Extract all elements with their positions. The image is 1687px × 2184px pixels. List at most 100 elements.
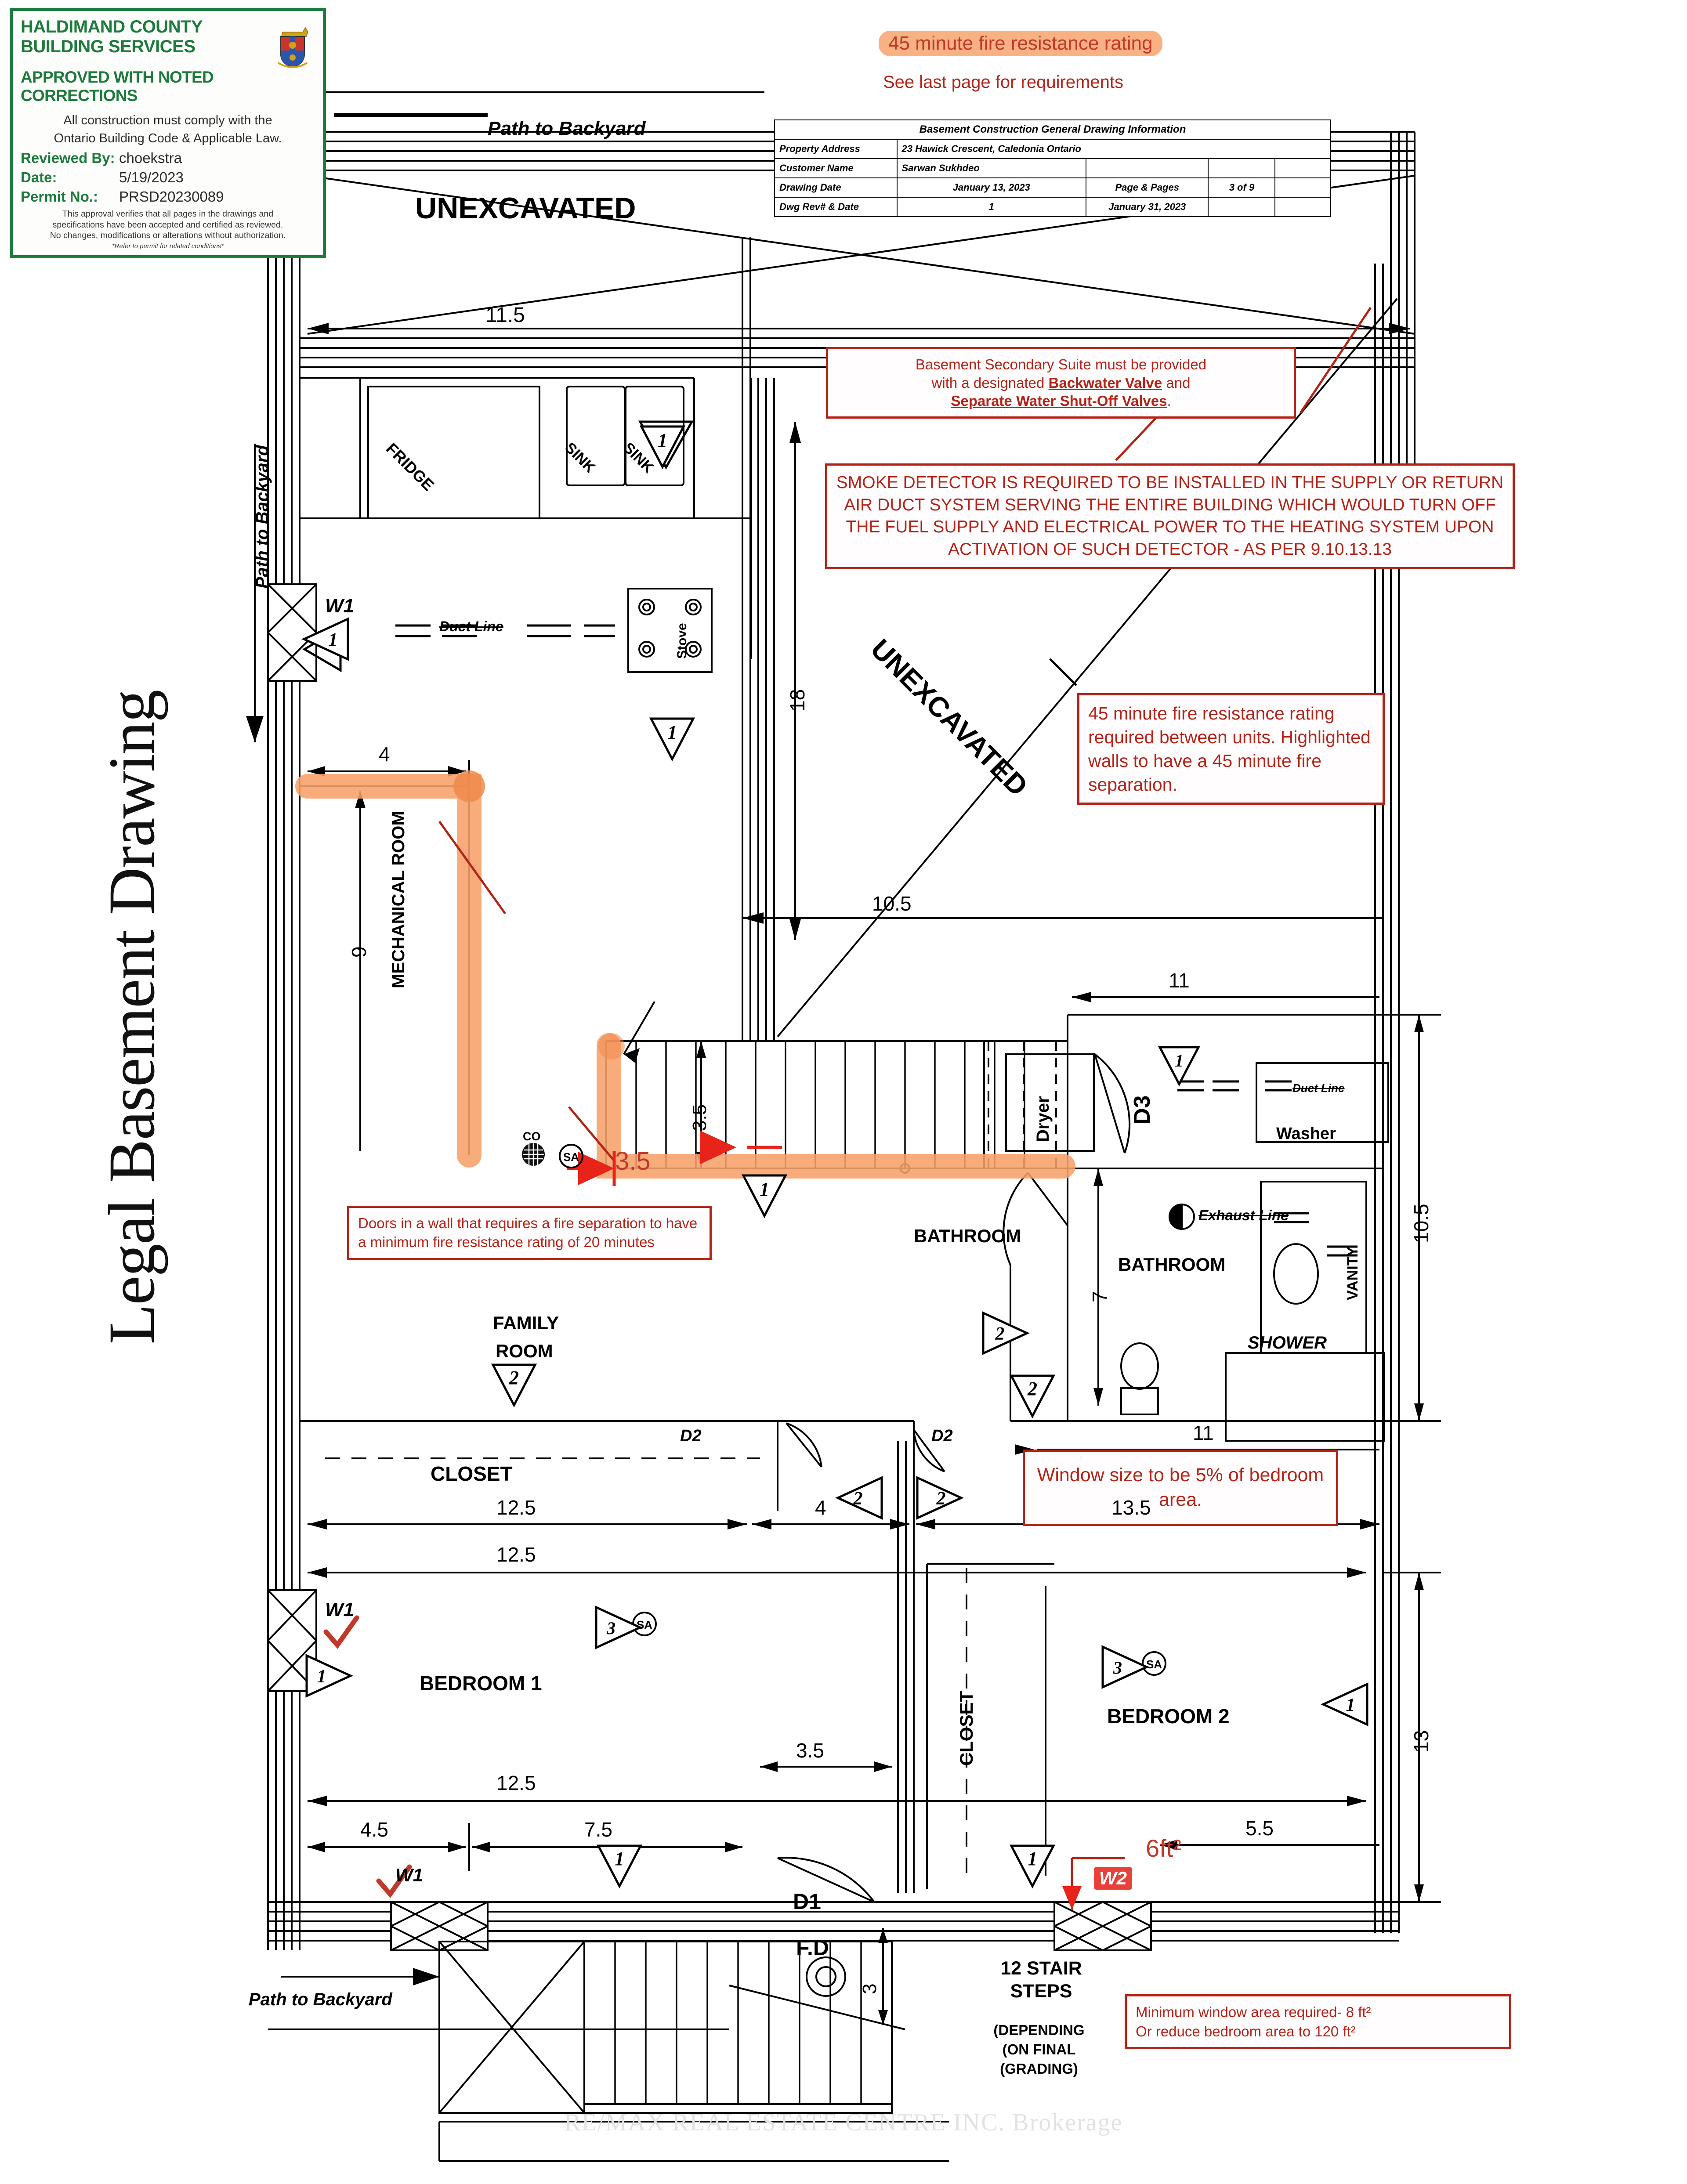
svg-text:1: 1 [1346,1695,1355,1715]
door-tag-d1: D1 [793,1889,821,1914]
note-min-window-line1: Minimum window area required- 8 ft² [1136,2004,1371,2020]
room-label-family-room-line2: ROOM [496,1341,553,1361]
note-fire-separation: 45 minute fire resistance rating require… [1077,693,1385,805]
stair-note-line1: 12 STAIR [1000,1958,1082,1979]
stamp-permit-label: Permit No.: [21,188,98,205]
stamp-fine-print-line1: This approval verifies that all pages in… [62,209,274,219]
svg-text:SA: SA [563,1150,579,1164]
stair-note-line5: (GRADING) [1000,2061,1078,2077]
dimension-window-right: 7.5 [584,1818,612,1841]
door-tag-d2-left: D2 [680,1427,702,1445]
table-row: Dwg Rev# & Date 1 January 31, 2023 [774,197,1331,217]
note-backwater-and: and [1162,374,1191,391]
section-marker-2-hall-right: 2 [909,1474,967,1524]
door-tag-d3: D3 [1129,1095,1155,1125]
svg-text:1: 1 [760,1179,769,1200]
section-marker-2-hall-left: 2 [833,1474,890,1524]
dimension-diagonal: 10.5 [872,892,912,915]
section-marker-1-bedroom2-right: 1 [1318,1680,1375,1731]
dimension-right-wall-upper: 10.5 [1410,1204,1433,1243]
room-label-unexcavated-diagonal: UNEXCAVATED [865,633,1034,803]
note-door-fire-rating: Doors in a wall that requires a fire sep… [347,1206,712,1260]
stair-note-line3: (DEPENDING [993,2022,1085,2038]
svg-text:1: 1 [329,630,338,650]
window-tag-w2: W2 [1094,1867,1132,1890]
section-marker-1-bedroom1-bottom: 1 [593,1840,646,1895]
window-tag-w1-bedroom1: W1 [325,1599,354,1620]
dimension-stair-offset-vertical: 3.5 [689,1104,710,1131]
section-marker-1-laundry: 1 [1155,1041,1204,1092]
stamp-authority-line2: BUILDING SERVICES [21,36,195,56]
svg-text:1: 1 [1028,1848,1037,1869]
dimension-stair-top-right: 11 [1169,969,1190,992]
door-tag-d2-center: D2 [931,1427,953,1445]
svg-text:1: 1 [1175,1051,1184,1070]
note-min-window-area: Minimum window area required- 8 ft² Or r… [1125,1994,1511,2050]
stair-note-line2: STEPS [1010,1981,1072,2002]
dimension-bedroom2-span: 13.5 [1111,1496,1151,1519]
section-marker-3-bedroom1: 3 [591,1603,648,1654]
duct-line-label-kitchen: Duct Line [439,618,503,634]
table-row: Customer Name Sarwan Sukhdeo [774,158,1331,178]
svg-text:CO: CO [523,1130,541,1143]
room-label-bathroom-left: BATHROOM [914,1226,1021,1246]
stamp-fine-print-line3: No changes, modifications or alterations… [50,231,286,241]
dimension-window-left: 4.5 [360,1818,388,1841]
note-shutoff-valve-term: Separate Water Shut-Off Valves [951,393,1167,409]
svg-text:1: 1 [658,430,667,451]
stair-note-grading: (DEPENDING (ON FINAL (GRADING) [960,2021,1118,2079]
stamp-approved-headline: APPROVED WITH NOTED CORRECTIONS [21,68,214,105]
titleblock-label-dwg-rev: Dwg Rev# & Date [774,197,898,217]
titleblock-value-property-address: 23 Hawick Crescent, Caledonia Ontario [896,139,1332,159]
dimension-bedroom1-top: 12.5 [496,1496,536,1519]
section-marker-1-bedroom2-bottom: 1 [1006,1840,1059,1895]
fire-rating-subtitle: See last page for requirements [883,72,1123,92]
svg-text:1: 1 [615,1848,624,1869]
section-marker-2-bathroom-right: 2 [1006,1370,1059,1425]
path-to-backyard-top: Path to Backyard [488,118,646,139]
svg-text:SA: SA [1146,1658,1162,1671]
table-row: Property Address 23 Hawick Crescent, Cal… [774,139,1332,159]
titleblock-label-page-pages: Page & Pages [1085,177,1209,198]
building-approval-stamp: HALDIMAND COUNTY BUILDING SERVICES APPRO… [10,8,326,258]
fire-rating-banner-text: 45 minute fire resistance rating [879,31,1162,56]
stamp-comply-line2: Ontario Building Code & Applicable Law. [54,131,282,145]
section-marker-1-kitchen: 1 [636,419,689,474]
stamp-fine-print-line2: specifications have been accepted and ce… [52,220,283,230]
fixture-label-dryer: Dryer [1033,1096,1053,1142]
stamp-date-label: Date: [21,169,57,185]
note-backwater-line2a: with a designated [931,374,1049,391]
dimension-right-wall-lower: 13 [1410,1730,1433,1753]
dimension-bathroom-depth: 7 [1088,1291,1111,1302]
dimension-unexcavated-width: 11.5 [485,304,525,327]
window-tag-w1-bottom: W1 [395,1865,423,1885]
path-to-backyard-left: Path to Backyard [253,445,272,589]
titleblock-label-drawing-date: Drawing Date [774,177,898,198]
svg-text:2: 2 [995,1324,1005,1344]
room-label-mechanical-room: MECHANICAL ROOM [389,811,408,988]
room-label-bathroom-right: BATHROOM [1118,1254,1226,1275]
fixture-label-fridge: FRIDGE [383,439,438,495]
titleblock-value-dwg-rev: 1 [896,197,1086,217]
room-label-bedroom-2: BEDROOM 2 [1107,1705,1230,1728]
titleblock-heading: Basement Construction General Drawing In… [774,119,1331,140]
svg-text:SA: SA [637,1618,652,1631]
room-label-bedroom-1: BEDROOM 1 [420,1672,542,1695]
svg-text:2: 2 [509,1367,519,1389]
section-marker-1-bedroom1: 1 [299,1652,356,1702]
section-marker-1-stair: 1 [738,1168,791,1223]
table-row: Drawing Date January 13, 2023 Page & Pag… [774,177,1331,198]
dimension-mech-height: 9 [348,946,370,958]
svg-text:1: 1 [667,722,677,743]
stamp-reviewed-by-label: Reviewed By: [21,149,115,166]
svg-text:2: 2 [936,1489,946,1509]
drawing-information-table: Basement Construction General Drawing In… [774,119,1332,217]
note-backwater-valve: Basement Secondary Suite must be provide… [826,347,1296,419]
titleblock-value-page-pages: 3 of 9 [1208,177,1276,198]
svg-text:3: 3 [606,1618,615,1638]
note-backwater-line1: Basement Secondary Suite must be provide… [915,356,1207,372]
room-label-family-room-line1: FAMILY [493,1313,559,1333]
stair-note-line4: (ON FINAL [1002,2041,1076,2058]
